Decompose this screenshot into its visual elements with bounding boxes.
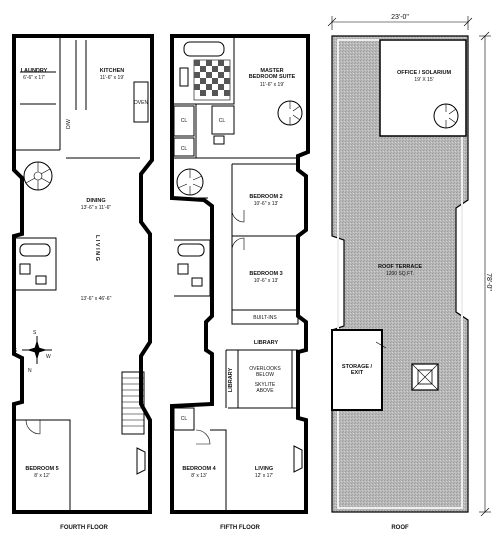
dining-name: DINING [86,198,105,204]
closet-1 [173,105,195,137]
fourth-floor-walls [12,34,154,514]
kitchen-size: 11'-6" x 19' [100,75,124,81]
fireplace-4f [136,447,146,475]
closet-4 [173,407,195,431]
width-dimension-line [327,16,473,30]
compass-rose [22,336,52,364]
living-size-5f: 12' x 17' [255,473,273,479]
library-vertical-name: LIBRARY [228,368,234,393]
closet-label-1: CL [181,118,188,124]
office-size: 19' X 15' [414,77,433,83]
builtins-label: BUILT-INS [253,315,277,321]
bedroom5-door [25,419,41,435]
bathroom-4f [16,237,57,291]
bedroom2-name: BEDROOM 2 [249,194,282,200]
compass-s: S [33,330,37,336]
sink-4f [19,263,31,275]
roof-caption: ROOF [391,525,409,531]
compass-e: E [14,348,18,354]
compass-w: W [46,354,51,360]
fifth-floor-caption: FIFTH FLOOR [220,525,260,531]
terrace-name: ROOF TERRACE [378,264,422,270]
terrace-size: 1200 SQ.FT. [386,271,414,277]
master-size: 11'-6" x 19' [260,82,284,88]
bedroom3-size: 10'-6" x 13' [254,278,279,284]
fireplace-5f [293,445,303,473]
storage-exit [331,329,383,411]
built-ins [231,309,299,325]
bedroom4-size: 8' x 13' [191,473,207,479]
compass-n: N [28,368,32,374]
dishwasher-label: D/W [66,119,72,129]
oven-label: OVEN [134,100,149,106]
dining-size: 13'-6" x 11'-6" [81,205,112,211]
toilet-4f [35,275,47,285]
bathtub-4f [19,243,51,257]
living-name-5f: LIVING [255,466,273,472]
vanity-master [179,67,189,87]
toilet-5f [191,277,203,287]
living-name-4f: L I V I N G [94,235,100,261]
bedroom5-size: 8' x 12' [34,473,50,479]
office-name: OFFICE / SOLARIUM [397,70,452,76]
bedroom3-name: BEDROOM 3 [249,271,282,277]
closet-label-2: CL [219,118,226,124]
fourth-floor-caption: FOURTH FLOOR [60,525,108,531]
fifth-floor-walls [170,34,310,514]
closet-label-4: CL [181,416,188,422]
roof-plan: 23'-0" 78'-0" OFFICE / SOLARIUM 19' X 15… [327,14,492,531]
depth-dimension-line [479,31,491,517]
laundry-size: 6'-6" x 17' [23,75,45,81]
living-size-4f: 13'-6" x 46'-6" [81,296,112,302]
oven-unit [133,81,149,123]
checkered-floor [193,59,231,101]
skylight [411,363,439,391]
overlook-area [237,349,293,409]
closet-label-3: CL [181,146,188,152]
tub-master [183,41,225,57]
kitchen-name: KITCHEN [100,68,124,74]
office-solarium [379,39,467,137]
bedroom2-size: 10'-6" x 13' [254,201,279,207]
staircase-4f [121,371,145,435]
storage-name: STORAGE /EXIT [342,364,373,376]
bedroom4-name: BEDROOM 4 [182,466,216,472]
tub-5f [177,243,205,257]
bedroom5-name: BEDROOM 5 [25,466,58,472]
library-name: LIBRARY [254,340,279,346]
roof-depth-dimension: 78'-0" [485,273,492,291]
bathroom-5f [174,239,211,297]
fourth-floor-plan: S E W N LAUNDRY 6'-6" x 17' KITCHEN 11'-… [12,34,154,531]
master-bath-walls [174,38,235,105]
closet-2 [211,105,235,135]
roof-width-dimension: 23'-0" [391,14,409,21]
laundry-name: LAUNDRY [21,68,48,74]
sink-5f [177,263,189,275]
bedroom5-walls [16,419,71,510]
closet-3 [173,137,195,157]
